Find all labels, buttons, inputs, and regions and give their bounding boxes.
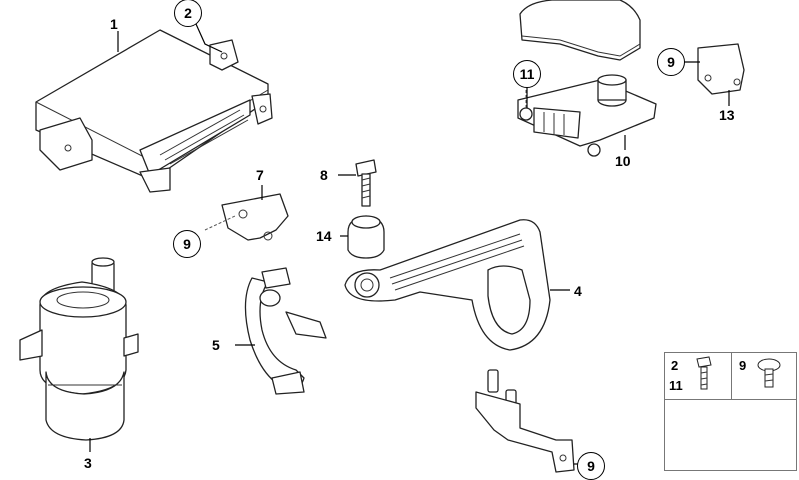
label-part-1: 1 (110, 16, 118, 32)
callout-part-2: 2 (174, 0, 202, 27)
inset-label-11: 11 (669, 378, 683, 393)
bracket-13-drawing (697, 43, 745, 95)
clamp-5-drawing (244, 267, 327, 395)
label-part-13: 13 (719, 107, 735, 123)
motor-drawing (19, 257, 139, 441)
inset-divider-horizontal (665, 399, 796, 400)
callout-part-9-top-right: 9 (657, 48, 685, 76)
screw-icon-right (757, 358, 781, 388)
callout-part-9-left: 9 (173, 230, 201, 258)
callout-part-9-bottom: 9 (577, 452, 605, 480)
arm-4-drawing (344, 219, 551, 351)
cover-drawing (519, 0, 641, 61)
control-unit-drawing (35, 29, 273, 193)
inset-screws (696, 356, 781, 390)
rubber-buffer-14-drawing (347, 215, 385, 259)
bracket-7-drawing (204, 193, 289, 241)
inset-divider-vertical (731, 353, 732, 399)
inset-label-9: 9 (739, 358, 747, 373)
lower-bracket-drawing (475, 369, 575, 473)
label-part-3: 3 (84, 455, 92, 471)
callout-part-11: 11 (513, 60, 541, 88)
inset-panel: 2 11 9 (664, 352, 797, 471)
leader-lines (89, 23, 730, 465)
sensor-10-drawing (517, 74, 657, 157)
label-part-5: 5 (212, 337, 220, 353)
bolt-8-drawing (355, 159, 377, 207)
label-part-4: 4 (574, 283, 582, 299)
label-part-14: 14 (316, 228, 332, 244)
inset-label-2: 2 (671, 358, 679, 373)
screw-icon-left (696, 356, 712, 390)
label-part-8: 8 (320, 167, 328, 183)
label-part-10: 10 (615, 153, 631, 169)
label-part-7: 7 (256, 167, 264, 183)
